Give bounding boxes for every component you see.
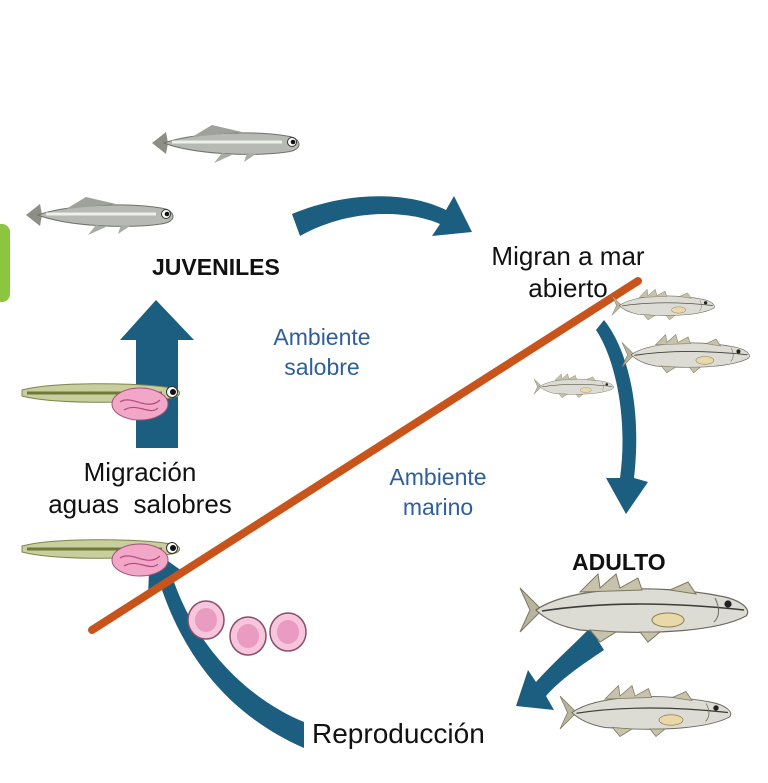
salobre-line-1: Ambiente (273, 324, 371, 350)
arrow-to-juveniles (120, 300, 194, 448)
arrow-to-reproduction (516, 628, 604, 710)
larva-icon (20, 538, 181, 578)
migracion-label: Migración aguas salobres (20, 456, 260, 520)
salobre-line-2: salobre (284, 354, 360, 380)
migran-line-1: Migran a mar (491, 241, 645, 271)
arrow-to-open-sea (292, 196, 472, 236)
migracion-line-2: aguas salobres (48, 489, 232, 519)
adult-bass-icon (519, 573, 749, 643)
egg-icon (229, 616, 267, 656)
marino-line-2: marino (402, 494, 474, 520)
side-tab (0, 224, 10, 302)
migracion-line-1: Migración (83, 457, 197, 487)
migran-line-2: abierto (528, 273, 608, 303)
ambiente-marino-label: Ambiente marino (368, 462, 508, 522)
egg-icon (187, 600, 225, 640)
adult-bass-icon (621, 334, 750, 374)
arrow-to-adult (596, 320, 648, 514)
migran-label: Migran a mar abierto (478, 240, 658, 304)
environment-divider (88, 277, 642, 634)
adulto-label: ADULTO (572, 549, 666, 575)
adult-bass-icon (559, 684, 732, 738)
adult-bass-icon (533, 373, 614, 398)
juvenile-fish-icon (24, 195, 175, 237)
ambiente-salobre-label: Ambiente salobre (252, 322, 392, 382)
larva-icon (20, 382, 181, 422)
reproduccion-label: Reproducción (312, 718, 485, 749)
juvenile-fish-icon (150, 123, 301, 165)
egg-icon (269, 612, 307, 652)
marino-line-1: Ambiente (389, 464, 487, 490)
juveniles-label: JUVENILES (152, 254, 280, 280)
